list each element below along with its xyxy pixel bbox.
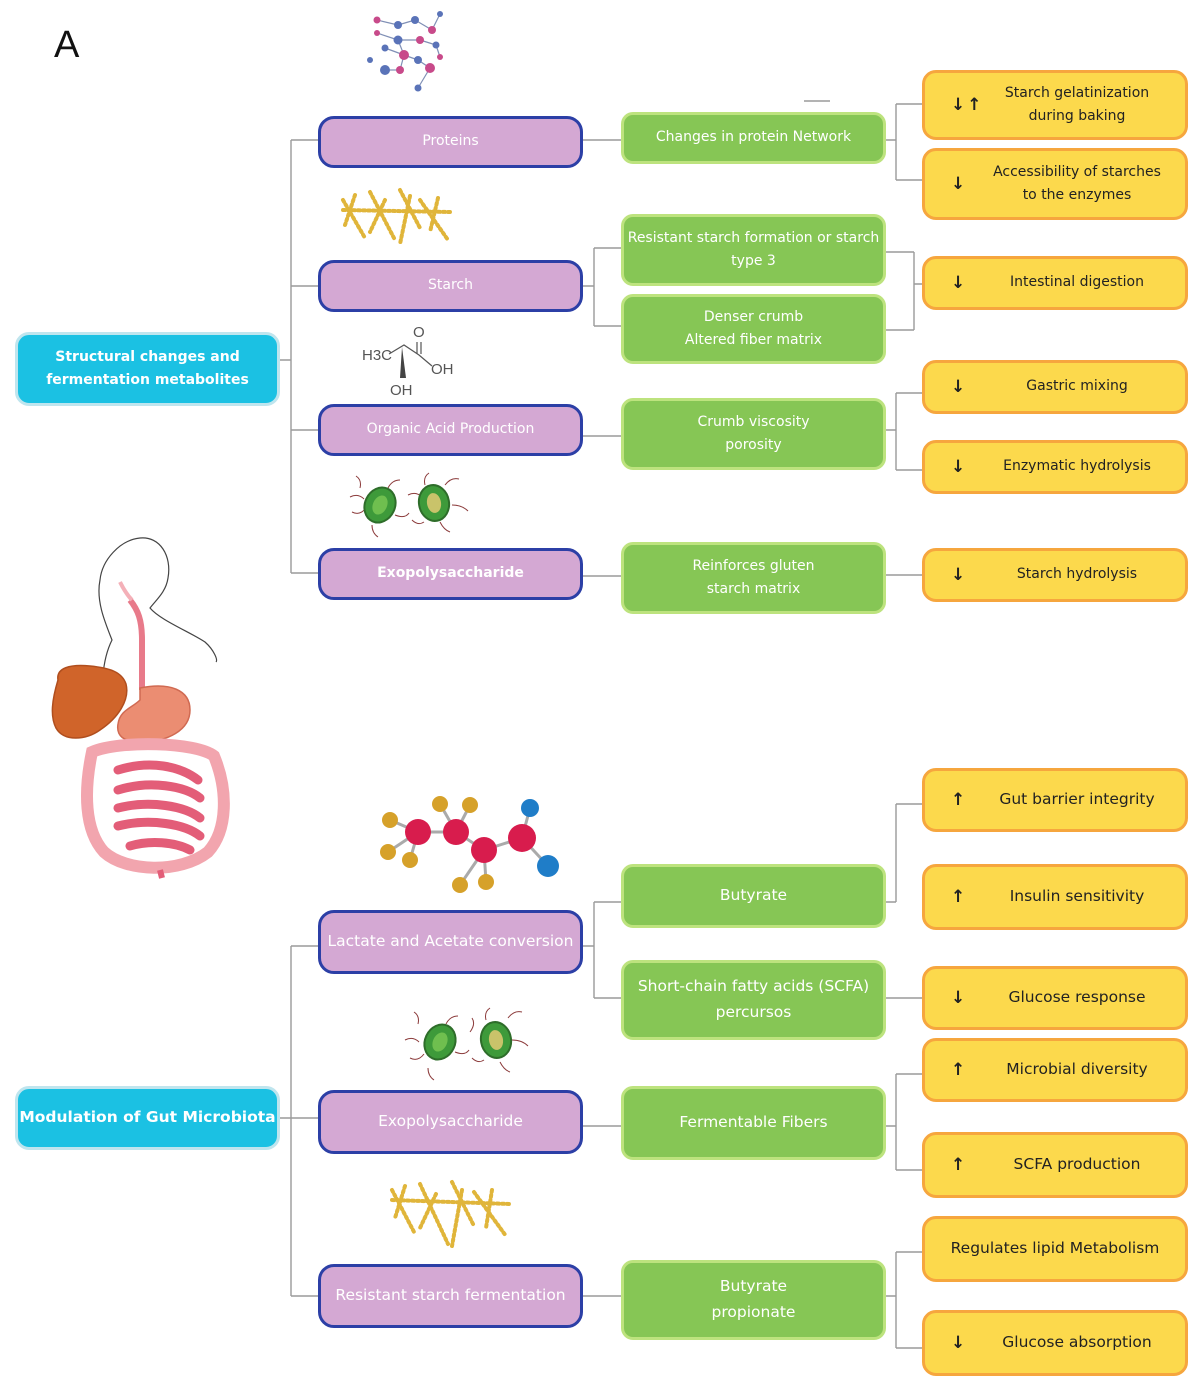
lactic-o-label: O [413,324,425,341]
branch-resistant-starch-fermentation: Resistant starch fermentation [318,1264,583,1328]
down-arrow-icon: ↓ [951,987,968,1008]
outcome-gastric-mixing: ↓ Gastric mixing [922,360,1188,414]
effect-line: Short-chain fatty acids (SCFA) [637,977,870,996]
outcome-line: Intestinal digestion [1010,274,1144,291]
effect-line: Changes in protein Network [655,129,852,146]
up-arrow-icon: ↑ [951,886,968,907]
effect-fermentable-fibers: Fermentable Fibers [621,1086,886,1160]
effect-line: porosity [725,437,782,453]
branch-organic-acid-production: Organic Acid Production [318,404,583,456]
branch-label: Organic Acid Production [366,421,535,438]
root-modulation-gut-microbiota: Modulation of Gut Microbiota [15,1086,280,1150]
outcome-line: Regulates lipid Metabolism [950,1239,1160,1258]
up-arrow-icon: ↑ [951,1154,968,1175]
starch-chain-icon [341,188,452,246]
effect-crumb-viscosity: Crumb viscosity porosity [621,398,886,470]
effect-resistant-starch: Resistant starch formation or starch typ… [621,214,886,286]
outcome-line: Starch hydrolysis [1016,566,1138,583]
effect-butyrate-propionate: Butyrate propionate [621,1260,886,1340]
digestive-system-icon [51,537,230,879]
lactic-acid-structure-icon: H3C O OH OH [362,324,454,399]
outcome-line: Accessibility of starches [993,163,1161,180]
effect-protein-network: Changes in protein Network [621,112,886,164]
effect-line: Butyrate [719,1277,788,1296]
up-arrow-icon: ↑ [951,1059,968,1080]
outcome-line: Glucose absorption [1002,1333,1152,1352]
lactic-oh-right-label: OH [431,361,454,378]
outcome-microbial-diversity: ↑ Microbial diversity [922,1038,1188,1102]
effect-line: Butyrate [719,886,788,905]
butyrate-molecule-icon [380,796,559,893]
effect-line: Denser crumb [703,308,804,325]
outcome-line: Gut barrier integrity [999,790,1155,809]
branch-label: Resistant starch fermentation [335,1286,566,1305]
up-arrow-icon: ↑ [951,789,968,810]
effect-denser-crumb: Denser crumb Altered fiber matrix [621,294,886,364]
outcome-intestinal-digestion: ↓ Intestinal digestion [922,256,1188,310]
outcome-enzymatic-hydrolysis: ↓ Enzymatic hydrolysis [922,440,1188,494]
outcome-glucose-response: ↓ Glucose response [922,966,1188,1030]
effect-line: percursos [715,1003,792,1021]
branch-exopolysaccharide: Exopolysaccharide [318,548,583,600]
outcome-line: Microbial diversity [1006,1060,1148,1079]
effect-line: Fermentable Fibers [679,1113,828,1132]
effect-line: Altered fiber matrix [684,332,823,348]
outcome-line: SCFA production [1013,1155,1141,1174]
branch-lactate-acetate-conversion: Lactate and Acetate conversion [318,910,583,974]
panel-label: A [54,24,80,66]
outcome-glucose-absorption: ↓ Glucose absorption [922,1310,1188,1376]
effect-line: Resistant starch formation or starch [627,229,880,246]
outcome-starch-gelatinization: ↓↑ Starch gelatinization during baking [922,70,1188,140]
effect-line: Reinforces gluten [692,557,815,574]
outcome-starch-hydrolysis: ↓ Starch hydrolysis [922,548,1188,602]
bacteria-icon [349,472,469,538]
down-arrow-icon: ↓ [951,272,968,293]
molecule-network-icon [367,11,443,92]
outcome-line: to the enzymes [1022,187,1132,203]
outcome-line: during baking [1028,108,1126,124]
branch-label: Exopolysaccharide [377,565,524,582]
outcome-insulin-sensitivity: ↑ Insulin sensitivity [922,864,1188,930]
branch-label: Exopolysaccharide [378,1112,523,1131]
branch-label: Proteins [422,133,479,150]
outcome-line: Enzymatic hydrolysis [1003,458,1151,475]
down-arrow-icon: ↓ [951,376,968,397]
root-line: Modulation of Gut Microbiota [19,1108,276,1127]
branch-label: Starch [428,277,473,294]
outcome-accessibility-of-starches: ↓ Accessibility of starches to the enzyme… [922,148,1188,220]
lactic-h3c-label: H3C [362,347,392,364]
down-arrow-icon: ↓ [951,456,968,477]
branch-label: Lactate and Acetate conversion [327,932,574,951]
bacteria-icon [404,1007,529,1081]
down-arrow-icon: ↓ [951,564,968,585]
effect-reinforces-gluten: Reinforces gluten starch matrix [621,542,886,614]
branch-starch: Starch [318,260,583,312]
effect-butyrate: Butyrate [621,864,886,928]
starch-chain-icon [390,1180,512,1248]
up-down-arrow-icon: ↓↑ [951,94,984,115]
outcome-scfa-production: ↑ SCFA production [922,1132,1188,1198]
effect-line: type 3 [731,253,776,269]
branch-proteins: Proteins [318,116,583,168]
root-structural-changes: Structural changes and fermentation meta… [15,332,280,406]
lactic-oh-bottom-label: OH [390,382,413,399]
down-arrow-icon: ↓ [951,1332,968,1353]
effect-scfa-precursors: Short-chain fatty acids (SCFA) percursos [621,960,886,1040]
effect-line: starch matrix [706,581,801,597]
effect-line: propionate [711,1303,796,1321]
root-line-2: fermentation metabolites [46,372,249,388]
outcome-line: Glucose response [1008,988,1146,1007]
branch-exopolysaccharide: Exopolysaccharide [318,1090,583,1154]
outcome-line: Gastric mixing [1026,378,1128,395]
effect-line: Crumb viscosity [697,413,810,430]
outcome-gut-barrier-integrity: ↑ Gut barrier integrity [922,768,1188,832]
outcome-regulates-lipid-metabolism: Regulates lipid Metabolism [922,1216,1188,1282]
root-line-1: Structural changes and [55,348,240,365]
outcome-line: Insulin sensitivity [1009,887,1145,906]
down-arrow-icon: ↓ [951,173,968,194]
outcome-line: Starch gelatinization [1004,84,1150,101]
